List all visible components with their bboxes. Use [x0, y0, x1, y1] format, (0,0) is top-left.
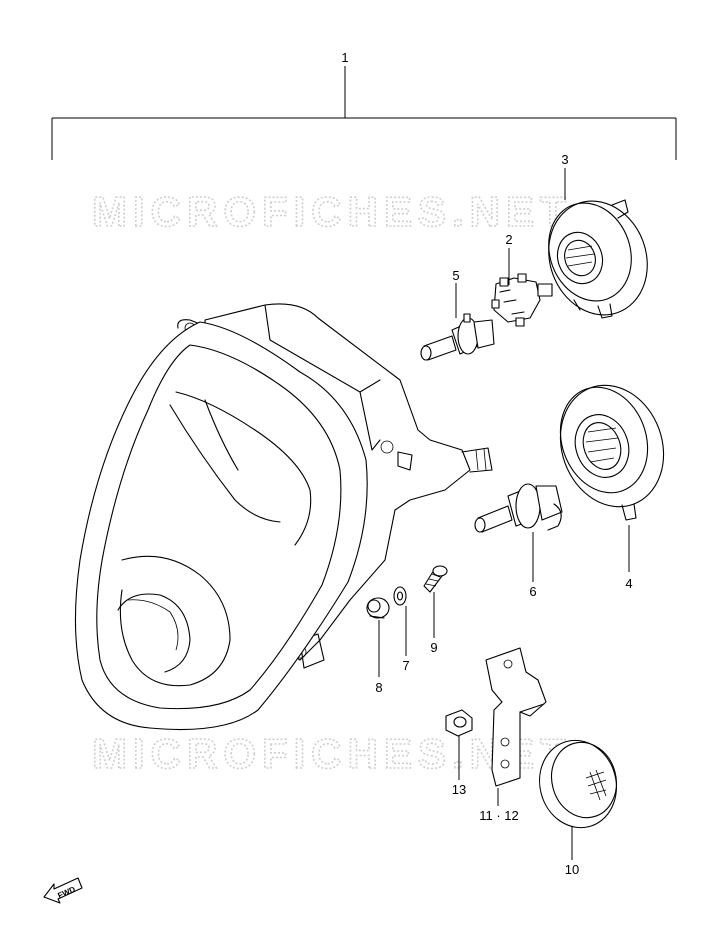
grommet-part-8[interactable] [366, 597, 390, 619]
callout-10: 10 [565, 862, 579, 877]
dust-cover-part-4[interactable] [544, 371, 680, 522]
watermark-top: MICROFICHES.NET [92, 188, 572, 235]
callout-3: 3 [561, 152, 568, 167]
callout-9: 9 [430, 640, 437, 655]
bulb-socket-part-2[interactable] [491, 273, 553, 327]
watermark-bottom: MICROFICHES.NET [92, 730, 572, 777]
callout-13: 13 [452, 782, 466, 797]
screw-part-9[interactable] [423, 565, 448, 593]
callout-4: 4 [625, 576, 632, 591]
callout-11-12: 11 · 12 [479, 808, 519, 823]
fwd-badge: FWD [43, 877, 83, 904]
washer-part-7[interactable] [393, 586, 407, 606]
assembly-bracket [51, 66, 677, 160]
callout-1: 1 [341, 50, 348, 65]
callout-labels: 1 2 3 4 5 6 7 8 9 10 11 · 12 13 [341, 50, 632, 877]
bulb-part-5[interactable] [420, 313, 495, 361]
dust-cover-part-3[interactable] [533, 187, 663, 329]
callout-8: 8 [375, 680, 382, 695]
callout-5: 5 [452, 268, 459, 283]
bulb-part-6[interactable] [474, 483, 563, 533]
leader-lines [378, 168, 630, 860]
callout-7: 7 [402, 658, 409, 673]
headlight-housing[interactable] [74, 303, 493, 731]
cap-part-10[interactable] [530, 732, 626, 837]
nut-part-13[interactable] [445, 709, 473, 737]
callout-2: 2 [505, 232, 512, 247]
callout-6: 6 [529, 584, 536, 599]
fwd-arrow-icon [43, 877, 83, 904]
bracket-part-11-12[interactable] [485, 647, 547, 787]
